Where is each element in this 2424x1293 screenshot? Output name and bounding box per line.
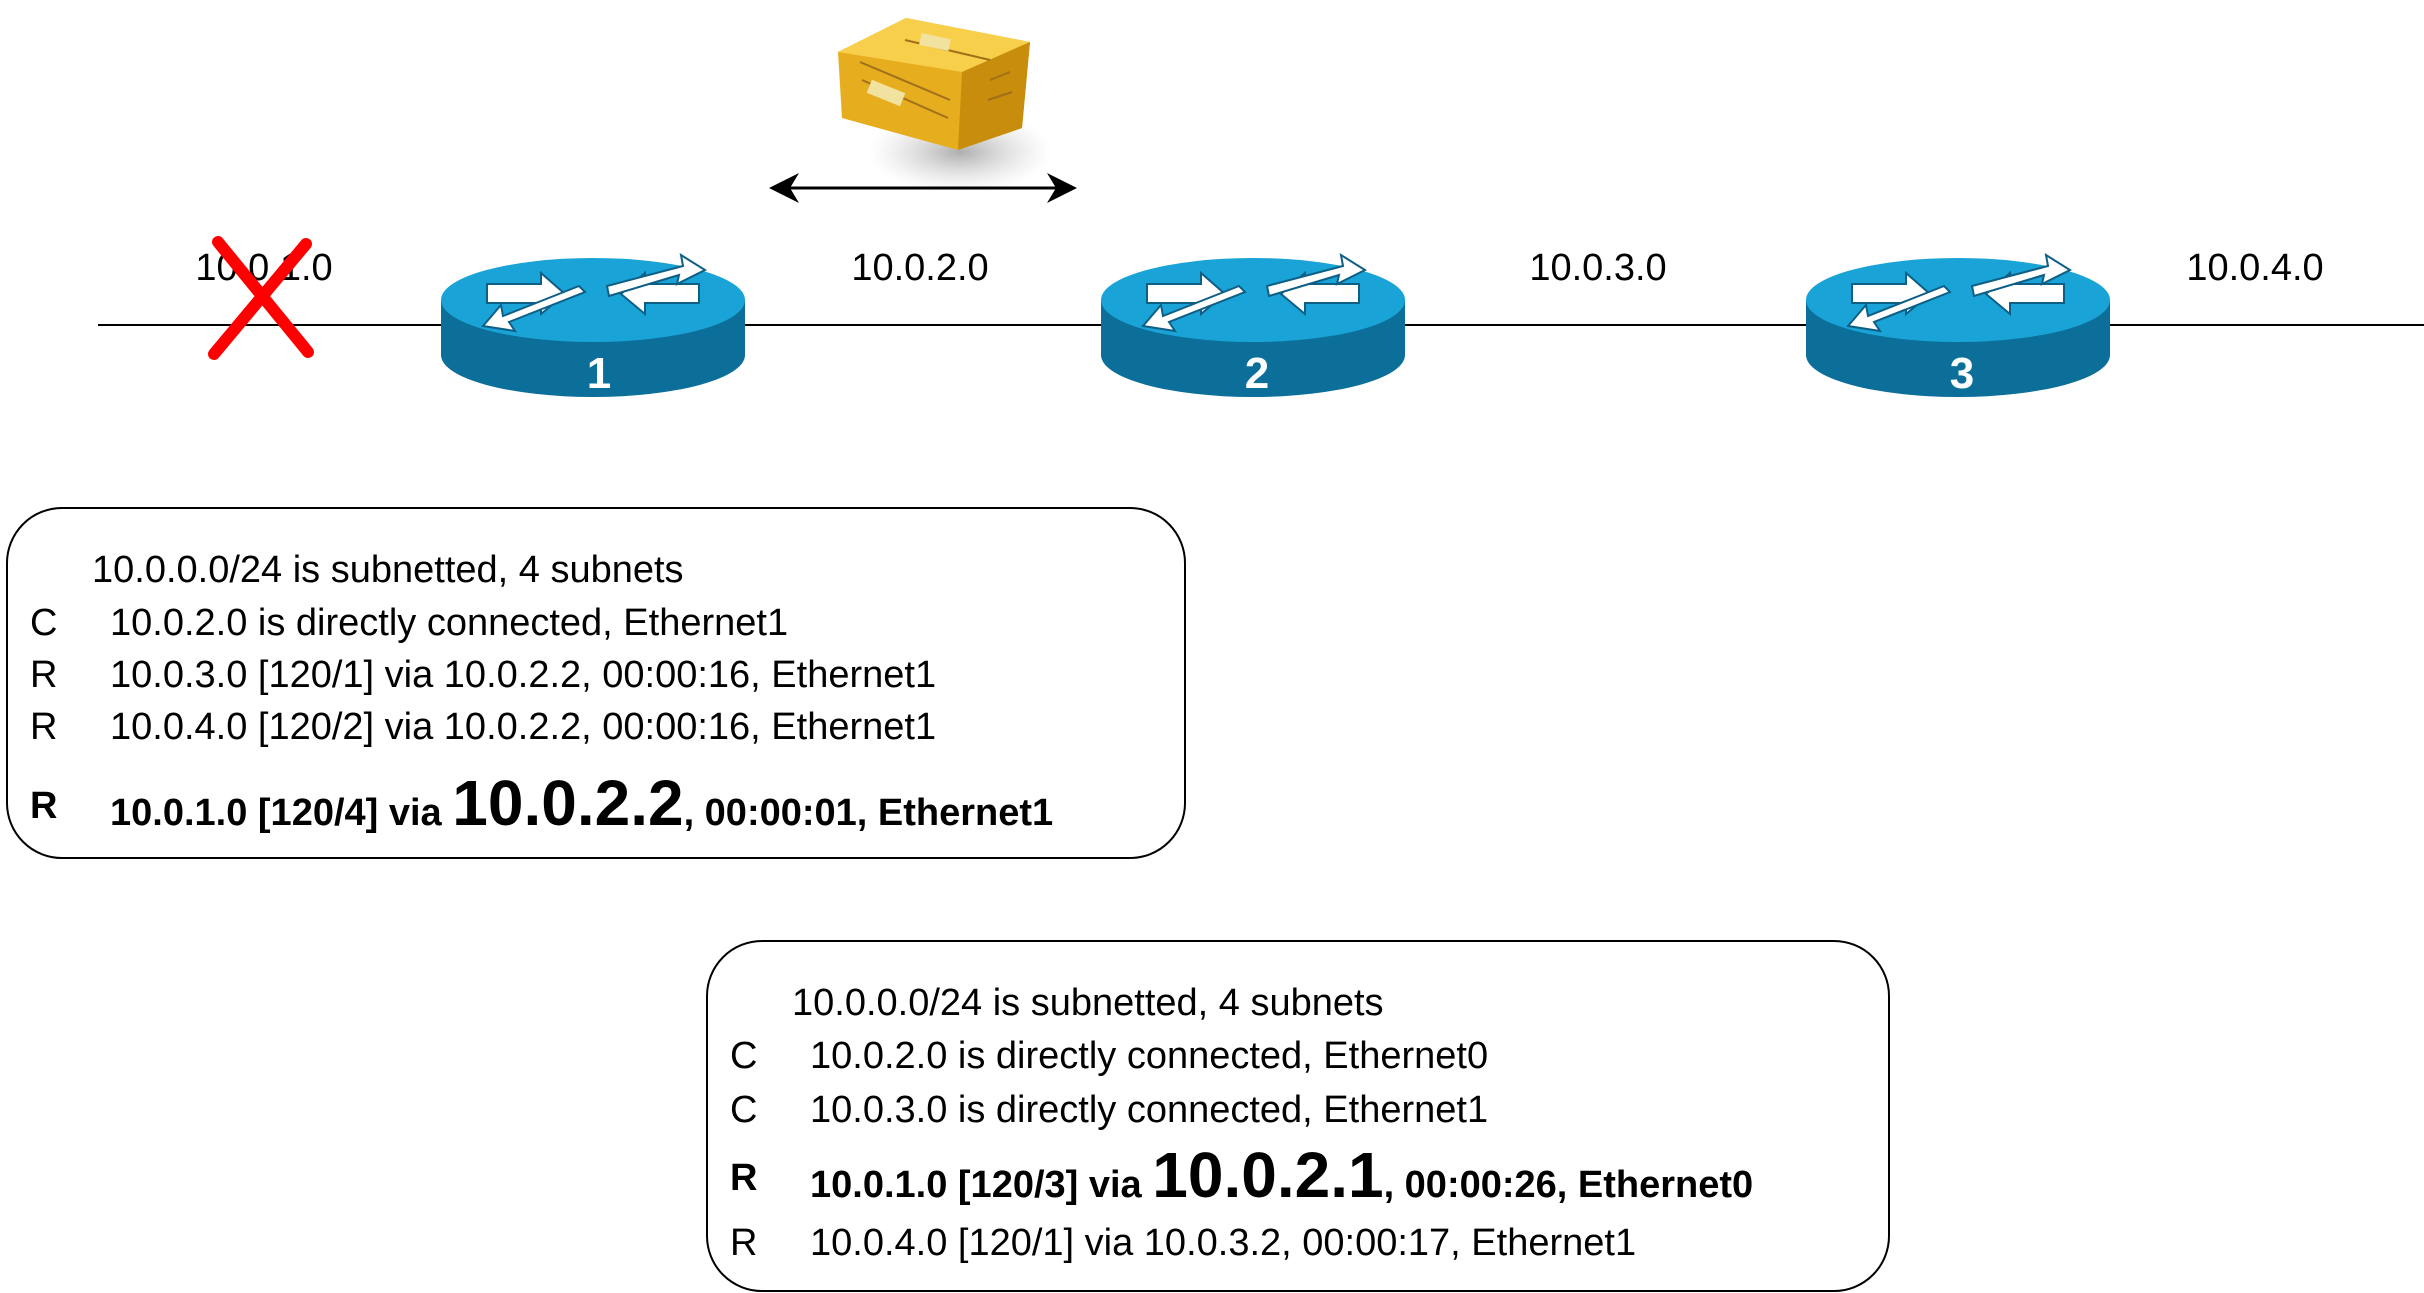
packet-icon	[838, 18, 1052, 192]
network-label-3: 10.0.3.0	[1529, 247, 1666, 289]
route-text: 10.0.4.0 [120/2] via 10.0.2.2, 00:00:16,…	[110, 706, 937, 748]
router-1-label: 1	[587, 349, 611, 398]
router-3-label: 3	[1950, 349, 1974, 398]
routing-table-router-2: 10.0.0.0/24 is subnetted, 4 subnets C 10…	[706, 940, 1890, 1292]
route-code: C	[730, 1035, 758, 1077]
link-failure-x-icon	[208, 236, 314, 360]
route-code: R	[730, 1222, 758, 1264]
route-code: C	[30, 602, 58, 644]
route-code: R	[30, 654, 58, 696]
route-text: 10.0.3.0 is directly connected, Ethernet…	[810, 1089, 1489, 1131]
route-code: R	[30, 785, 58, 827]
route-code: C	[730, 1089, 758, 1131]
next-hop-address: 10.0.2.2	[452, 767, 684, 839]
network-label-4: 10.0.4.0	[2186, 247, 2323, 289]
route-text: 10.0.3.0 [120/1] via 10.0.2.2, 00:00:16,…	[110, 654, 937, 696]
route-text: 10.0.2.0 is directly connected, Ethernet…	[110, 602, 789, 644]
route-code: R	[730, 1157, 758, 1199]
route-code: R	[30, 706, 58, 748]
router-2: 2	[1100, 254, 1406, 398]
router-2-label: 2	[1245, 349, 1269, 398]
router-3: 3	[1805, 254, 2111, 398]
route-text: 10.0.4.0 [120/1] via 10.0.3.2, 00:00:17,…	[810, 1222, 1637, 1264]
router-1: 1	[440, 254, 746, 398]
route-text: 10.0.1.0 [120/4] via 10.0.2.2, 00:00:01,…	[110, 767, 1054, 839]
next-hop-address: 10.0.2.1	[1152, 1139, 1384, 1211]
routing-table-router-1: 10.0.0.0/24 is subnetted, 4 subnets C 10…	[6, 507, 1186, 859]
route-text: 10.0.2.0 is directly connected, Ethernet…	[810, 1035, 1489, 1077]
route-text: 10.0.1.0 [120/3] via 10.0.2.1, 00:00:26,…	[810, 1139, 1754, 1211]
network-label-1: 10.0.1.0	[195, 247, 332, 289]
network-label-2: 10.0.2.0	[851, 247, 988, 289]
